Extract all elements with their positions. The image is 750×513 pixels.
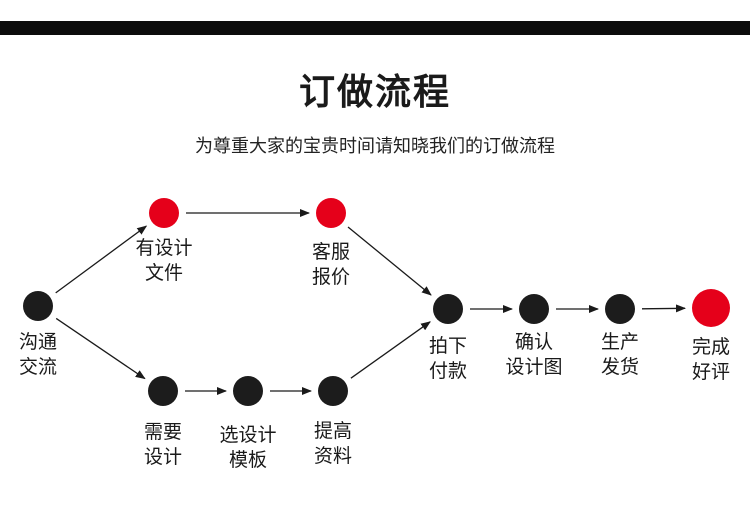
node-complete — [692, 289, 730, 327]
node-label-confirm-design: 确认设计图 — [484, 330, 584, 380]
node-label-line: 模板 — [228, 449, 267, 471]
node-label-place-order: 拍下付款 — [398, 334, 498, 384]
node-choose-template — [233, 376, 263, 406]
flow-nodes — [23, 198, 730, 406]
node-label-customer-service: 客服报价 — [281, 240, 381, 290]
node-label-line: 设计图 — [505, 356, 563, 378]
node-confirm-design — [519, 294, 549, 324]
node-label-line: 付款 — [428, 360, 467, 382]
node-label-line: 沟通 — [18, 331, 57, 353]
node-label-line: 拍下 — [428, 335, 467, 357]
node-need-design — [148, 376, 178, 406]
node-label-production: 生产发货 — [570, 330, 670, 380]
node-label-line: 交流 — [18, 356, 57, 378]
node-label-line: 提高 — [313, 420, 352, 442]
node-label-line: 客服 — [311, 241, 350, 263]
top-bar — [0, 21, 750, 35]
flow-arrows — [55, 209, 686, 395]
node-label-line: 好评 — [691, 361, 730, 383]
node-label-line: 发货 — [600, 356, 639, 378]
node-label-line: 有设计 — [135, 237, 193, 259]
node-label-line: 完成 — [691, 336, 730, 358]
arrow-communicate-to-have-design — [55, 225, 148, 294]
node-label-line: 需要 — [143, 421, 182, 443]
node-place-order — [433, 294, 463, 324]
node-label-need-design: 需要设计 — [113, 420, 213, 470]
page-title: 订做流程 — [298, 72, 451, 113]
node-have-design — [149, 198, 179, 228]
node-label-line: 生产 — [600, 331, 639, 353]
node-label-line: 报价 — [311, 266, 350, 288]
node-production — [605, 294, 635, 324]
node-communicate — [23, 291, 53, 321]
node-label-line: 资料 — [313, 445, 352, 467]
node-label-line: 选设计 — [219, 424, 277, 446]
node-label-line: 确认 — [514, 331, 553, 353]
node-label-provide-materials: 提高资料 — [283, 419, 383, 469]
arrow-production-to-complete — [641, 304, 686, 313]
node-label-have-design: 有设计文件 — [114, 236, 214, 286]
node-label-line: 设计 — [143, 446, 182, 468]
node-label-communicate: 沟通交流 — [0, 330, 88, 380]
node-customer-service — [316, 198, 346, 228]
node-label-complete: 完成好评 — [661, 335, 750, 385]
arrow-communicate-to-need-design — [55, 317, 146, 380]
node-provide-materials — [318, 376, 348, 406]
node-label-line: 文件 — [144, 262, 183, 284]
page-subtitle: 为尊重大家的宝贵时间请知晓我们的订做流程 — [195, 136, 555, 157]
arrow-customer-service-to-place-order — [347, 226, 432, 296]
arrow-provide-materials-to-place-order — [350, 321, 431, 379]
node-label-choose-template: 选设计模板 — [198, 423, 298, 473]
